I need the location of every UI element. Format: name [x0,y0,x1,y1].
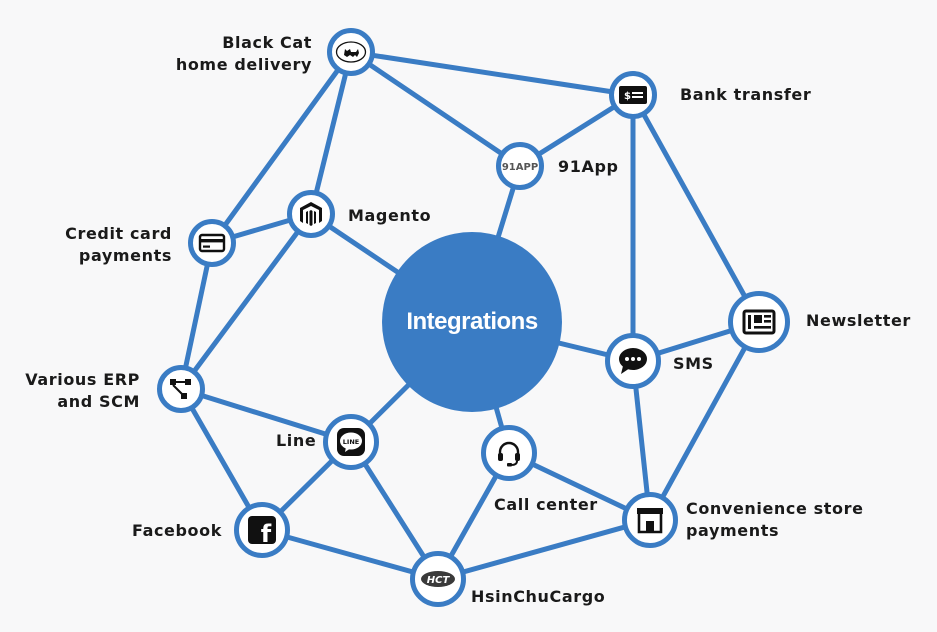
magento-node [287,190,335,238]
line-label: Line [276,431,317,450]
91app-node: 91APP [496,142,544,190]
convenience-store-node [622,492,678,548]
bank-transfer-node: $ [609,71,657,119]
facebook-icon: f [248,516,276,545]
edge-hct-convenience [435,517,653,582]
black-cat-node [327,28,375,76]
edge-black_cat-credit [209,49,354,246]
call-center-node [481,425,537,481]
svg-text:$: $ [624,91,631,102]
facebook-node: f [234,502,290,558]
integrations-hub: Integrations [382,232,562,412]
svg-text:f: f [261,520,272,545]
newsletter-label: Newsletter [806,311,911,330]
edge-black_cat-app91 [348,49,523,169]
magento-logo-icon [300,202,322,226]
newsletter-node [728,291,790,353]
hsinchucargo-label: HsinChuCargo [471,587,606,606]
black-cat-logo-icon [335,41,367,63]
edge-magento-erp [178,211,314,392]
hct-logo-icon: HCT [421,571,455,587]
svg-text:91APP: 91APP [502,162,538,173]
91app-logo-icon: 91APP [502,162,538,173]
sms-chat-icon [619,348,647,374]
workflow-icon [170,379,191,399]
sms-node [605,333,661,389]
call-center-label: Call center [494,495,598,514]
edge-black_cat-magento [308,49,354,217]
credit-card-icon [198,233,226,253]
newsletter-icon [742,309,776,335]
edge-black_cat-bank [348,49,636,98]
integrations-hub-label: Integrations [406,308,538,335]
credit-card-node [188,219,236,267]
line-app-icon: LINE [337,428,365,456]
erp-scm-node [157,365,205,413]
edge-newsletter-convenience [647,319,762,523]
headset-icon [498,441,520,467]
edge-erp-line [178,386,354,445]
edge-facebook-hct [259,527,441,582]
line-node: LINE [323,414,379,470]
svg-text:HCT: HCT [427,575,451,586]
magento-label: Magento [348,206,432,225]
hsinchucargo-node: HCT [410,551,466,607]
bank-transfer-icon: $ [619,86,647,104]
bank-transfer-label: Bank transfer [680,85,812,104]
sms-label: SMS [673,354,714,373]
edge-credit-erp [178,240,215,392]
facebook-label: Facebook [131,521,222,540]
91app-label: 91App [558,157,619,176]
edge-bank-newsletter [630,92,762,325]
storefront-icon [637,508,663,534]
svg-text:LINE: LINE [343,438,359,446]
